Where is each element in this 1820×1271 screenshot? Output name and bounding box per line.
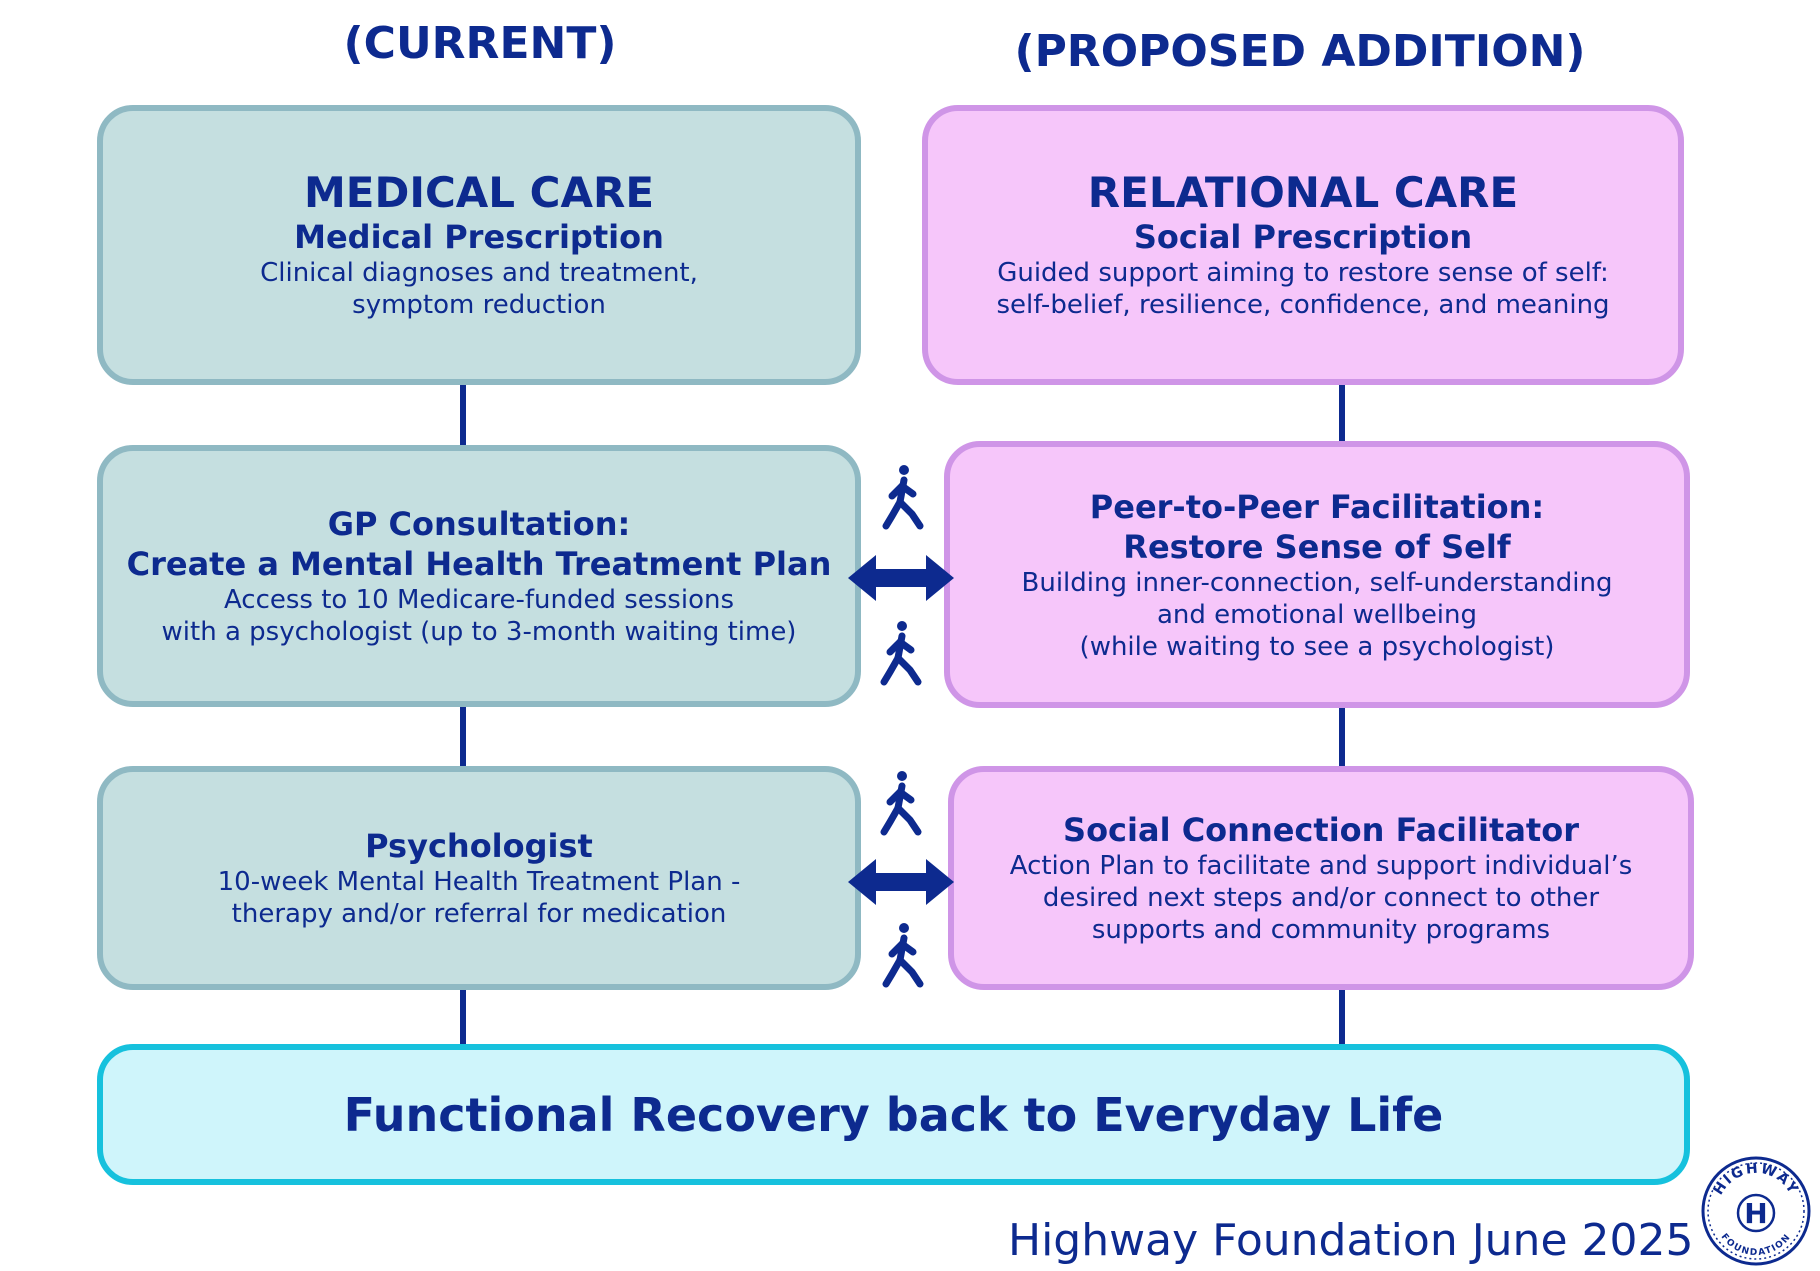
medical-care-title: MEDICAL CARE — [303, 168, 655, 217]
double-arrow-icon — [848, 859, 954, 905]
restore-self-title: Restore Sense of Self — [1123, 527, 1511, 566]
highway-foundation-logo: HIGHWAY FOUNDATION H — [1701, 1156, 1811, 1266]
connector-right-2 — [1339, 708, 1345, 766]
social-line-1: Action Plan to facilitate and support in… — [1009, 851, 1633, 881]
relational-line-2: self-belief, resilience, confidence, and… — [996, 290, 1610, 320]
logo-letter: H — [1744, 1197, 1767, 1230]
relational-care-box: RELATIONAL CARE Social Prescription Guid… — [922, 105, 1684, 385]
connector-left-2 — [460, 706, 466, 766]
double-arrow-icon — [848, 555, 954, 601]
gp-consultation-title: GP Consultation: — [327, 505, 631, 543]
social-line-3: supports and community programs — [1091, 915, 1551, 945]
social-line-2: desired next steps and/or connect to oth… — [1042, 883, 1600, 913]
psychologist-line-2: therapy and/or referral for medication — [231, 899, 727, 929]
relational-line-1: Guided support aiming to restore sense o… — [997, 258, 1609, 288]
psychologist-title: Psychologist — [365, 827, 593, 865]
functional-recovery-box: Functional Recovery back to Everyday Lif… — [97, 1044, 1690, 1185]
peer-facilitation-title: Peer-to-Peer Facilitation: — [1089, 487, 1545, 526]
connector-right-3 — [1339, 990, 1345, 1044]
walking-person-icon — [880, 771, 922, 836]
medical-prescription-subtitle: Medical Prescription — [294, 218, 664, 256]
connector-left-3 — [460, 990, 466, 1044]
peer-facilitation-box: Peer-to-Peer Facilitation: Restore Sense… — [944, 441, 1690, 708]
walking-person-icon — [880, 621, 922, 686]
heading-proposed: (PROPOSED ADDITION) — [1014, 26, 1586, 77]
gp-consultation-box: GP Consultation: Create a Mental Health … — [97, 445, 861, 707]
treatment-plan-title: Create a Mental Health Treatment Plan — [126, 545, 832, 583]
social-connection-title: Social Connection Facilitator — [1063, 811, 1579, 849]
social-prescription-subtitle: Social Prescription — [1133, 218, 1473, 256]
peer-line-3: (while waiting to see a psychologist) — [1079, 631, 1555, 662]
peer-line-2: and emotional wellbeing — [1156, 599, 1478, 630]
footer-credit: Highway Foundation June 2025 — [1008, 1215, 1694, 1266]
gp-line-1: Access to 10 Medicare-funded sessions — [223, 585, 735, 615]
walking-person-icon — [882, 465, 924, 530]
medical-care-line-2: symptom reduction — [352, 290, 606, 320]
relational-care-title: RELATIONAL CARE — [1087, 168, 1519, 217]
walking-person-icon — [882, 923, 924, 988]
peer-line-1: Building inner-connection, self-understa… — [1021, 567, 1613, 598]
connector-right-1 — [1339, 385, 1345, 441]
medical-care-line-1: Clinical diagnoses and treatment, — [260, 258, 698, 288]
gp-line-2: with a psychologist (up to 3-month waiti… — [161, 617, 797, 647]
medical-care-box: MEDICAL CARE Medical Prescription Clinic… — [97, 105, 861, 385]
psychologist-box: Psychologist 10-week Mental Health Treat… — [97, 766, 861, 990]
psychologist-line-1: 10-week Mental Health Treatment Plan - — [217, 867, 741, 897]
connector-left-1 — [460, 385, 466, 445]
heading-current: (CURRENT) — [343, 18, 617, 69]
social-connection-box: Social Connection Facilitator Action Pla… — [948, 766, 1694, 990]
functional-recovery-title: Functional Recovery back to Everyday Lif… — [343, 1087, 1444, 1142]
